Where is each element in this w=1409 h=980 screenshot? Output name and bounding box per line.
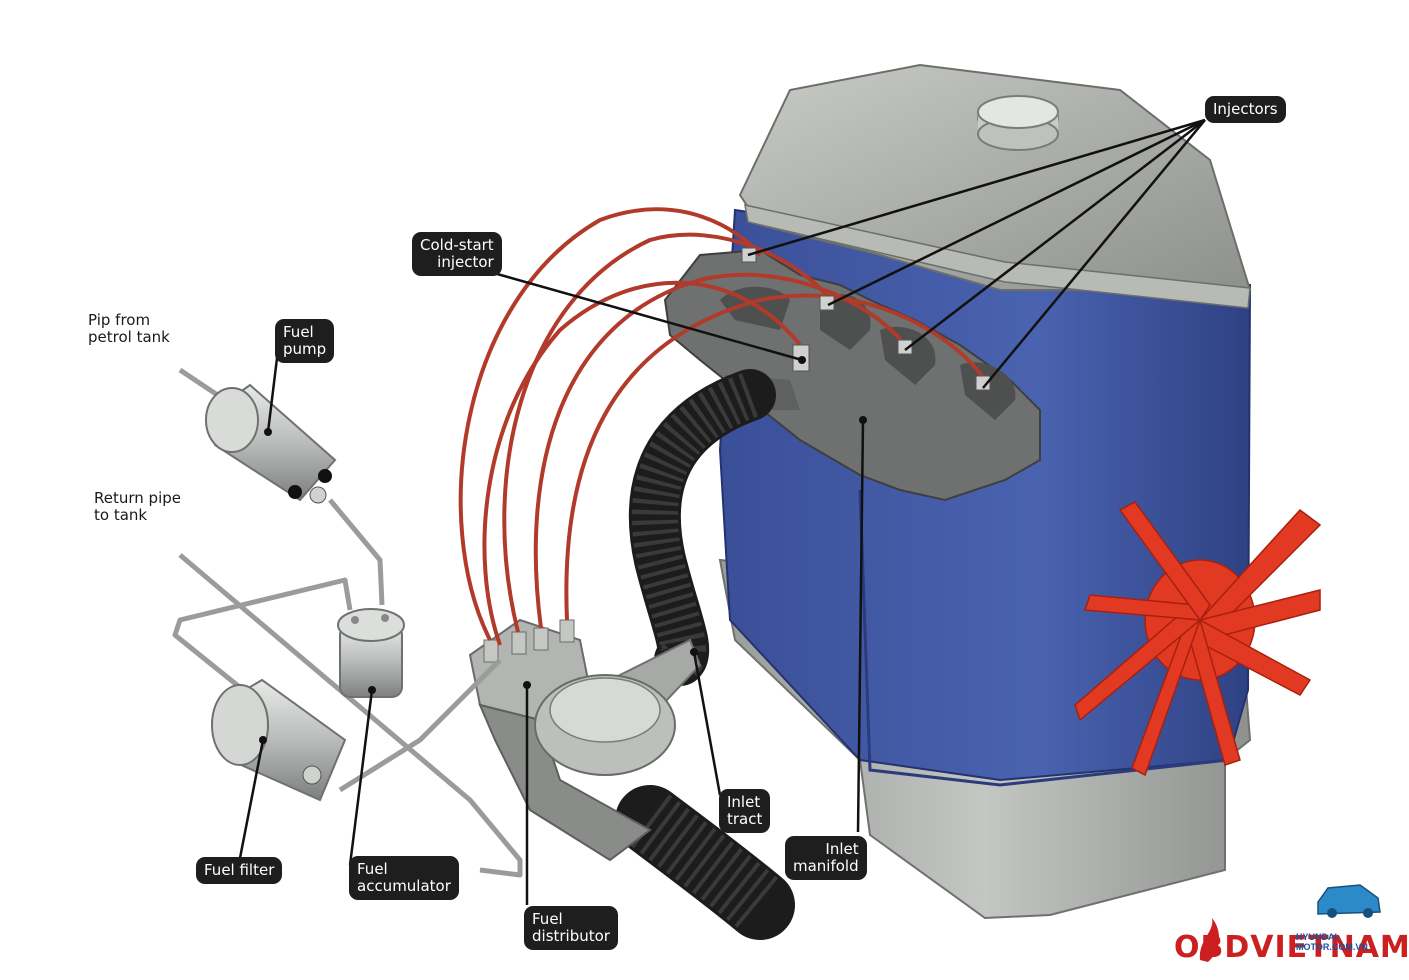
- engine: [718, 63, 1252, 920]
- label-fuel-accumulator: Fuel accumulator: [349, 856, 459, 900]
- leader-dots: [259, 356, 867, 744]
- cooling-fan: [1074, 501, 1322, 777]
- fuel-pipes: [172, 367, 523, 878]
- label-fuel-pump: Fuel pump: [275, 319, 335, 363]
- label-cold-start-injector: Cold-start injector: [412, 232, 502, 276]
- label-injectors: Injectors: [1205, 96, 1286, 123]
- label-return-pipe-to-tank: Return pipe to tank: [94, 489, 181, 524]
- label-inlet-tract: Inlet tract: [719, 789, 771, 833]
- fuel-accumulator-part: [337, 608, 405, 698]
- label-fuel-filter: Fuel filter: [196, 857, 283, 884]
- label-pip-from-petrol-tank: Pip from petrol tank: [88, 311, 170, 346]
- rocker-cover-lip: [744, 204, 1251, 309]
- fuel-lines: [458, 207, 987, 646]
- leader-lines: [238, 118, 1206, 905]
- fuel-pump-part: [205, 383, 337, 504]
- fuel-filter-part: [211, 678, 347, 802]
- engine-block-edge: [858, 489, 1229, 787]
- watermark-brand: OBDVIETNAM: [1174, 930, 1409, 965]
- watermark-car-icon: [1199, 884, 1381, 962]
- label-inlet-manifold: Inlet manifold: [785, 836, 867, 880]
- watermark-site: HYUNDAI-MOTOR.COM.VN: [1296, 932, 1368, 952]
- label-fuel-distributor: Fuel distributor: [524, 906, 618, 950]
